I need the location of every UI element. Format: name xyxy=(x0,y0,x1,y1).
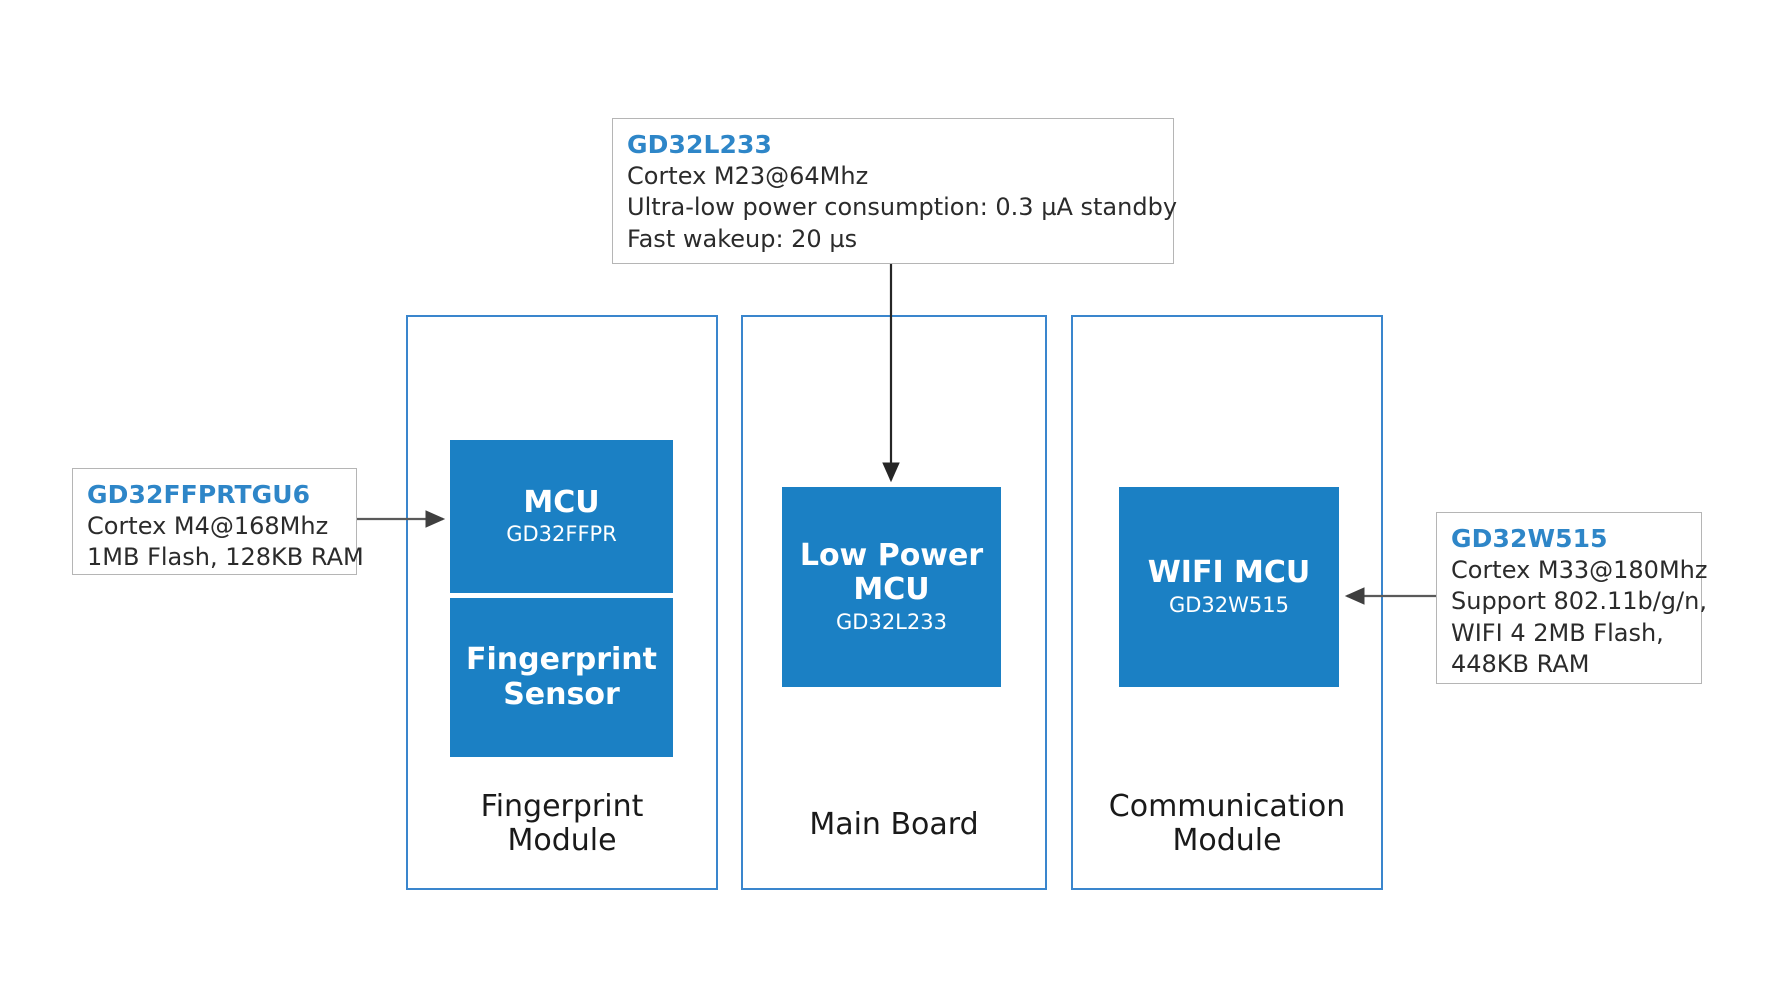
chip-wifi-mcu-subtitle: GD32W515 xyxy=(1168,592,1289,617)
callout-gd32w515-line-1: Cortex M33@180Mhz xyxy=(1451,556,1708,584)
callout-gd32ffprtgu6-line-2: 1MB Flash, 128KB RAM xyxy=(87,543,364,572)
chip-fingerprint-sensor-title: Fingerprint Sensor xyxy=(465,642,657,712)
callout-gd32ffprtgu6[interactable]: GD32FFPRTGU6 Cortex M4@168Mhz 1MB Flash,… xyxy=(72,468,364,575)
chip-low-power-mcu[interactable]: Low Power MCU GD32L233 xyxy=(782,487,1001,687)
callout-gd32l233[interactable]: GD32L233 Cortex M23@64Mhz Ultra-low powe… xyxy=(612,118,1178,264)
callout-gd32l233-line-2: Ultra-low power consumption: 0.3 µA stan… xyxy=(627,193,1178,222)
chip-mcu-title: MCU xyxy=(523,484,600,520)
callout-gd32w515[interactable]: GD32W515 Cortex M33@180Mhz Support 802.1… xyxy=(1436,512,1708,684)
chip-divider-fingerprint xyxy=(450,593,673,598)
module-mainboard-label: Main Board xyxy=(809,807,979,842)
chip-mcu[interactable]: MCU GD32FFPR xyxy=(450,440,673,593)
callout-gd32ffprtgu6-title: GD32FFPRTGU6 xyxy=(87,480,311,509)
module-fingerprint-label: Fingerprint Module xyxy=(480,789,644,858)
callout-gd32l233-line-3: Fast wakeup: 20 µs xyxy=(627,224,858,253)
chip-low-power-mcu-title: Low Power MCU xyxy=(799,538,984,608)
callout-gd32w515-title: GD32W515 xyxy=(1451,524,1608,553)
chip-wifi-mcu-title: WIFI MCU xyxy=(1147,555,1311,591)
callout-gd32l233-line-1: Cortex M23@64Mhz xyxy=(627,162,869,190)
chip-low-power-mcu-subtitle: GD32L233 xyxy=(836,609,947,634)
callout-gd32l233-title: GD32L233 xyxy=(627,130,772,159)
callout-gd32ffprtgu6-line-1: Cortex M4@168Mhz xyxy=(87,512,329,540)
chip-wifi-mcu[interactable]: WIFI MCU GD32W515 xyxy=(1119,487,1339,687)
callout-gd32w515-line-3: WIFI 4 2MB Flash, xyxy=(1451,618,1664,647)
callout-gd32w515-line-2: Support 802.11b/g/n, xyxy=(1451,587,1707,616)
chip-fingerprint-sensor[interactable]: Fingerprint Sensor xyxy=(450,598,673,757)
chip-mcu-subtitle: GD32FFPR xyxy=(506,522,617,546)
callout-gd32w515-line-4: 448KB RAM xyxy=(1451,650,1590,679)
module-communication-label: Communication Module xyxy=(1108,789,1346,858)
